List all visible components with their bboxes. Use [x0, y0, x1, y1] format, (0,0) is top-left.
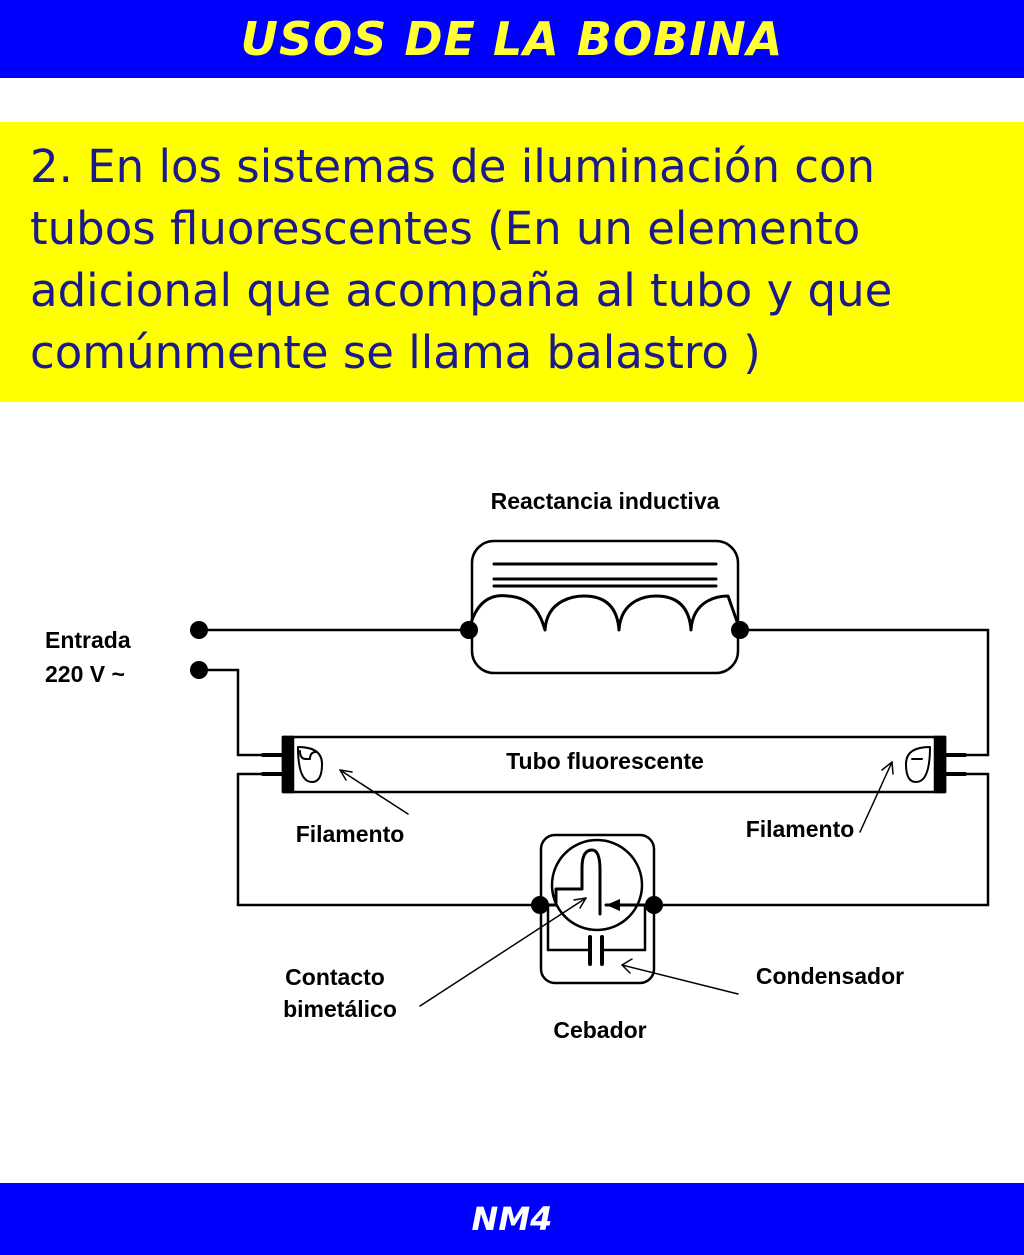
circuit-diagram: Reactancia inductiva Entrada 220 V ~ Tub… [0, 402, 1024, 1182]
label-capacitor: Condensador [756, 963, 904, 989]
tube-end-left [281, 735, 295, 794]
label-tube: Tubo fluorescente [506, 748, 704, 774]
label-filament-left: Filamento [296, 821, 405, 847]
label-input-line2: 220 V ~ [45, 661, 125, 687]
label-contact-line1: Contacto [285, 964, 385, 990]
junction-dot [460, 621, 478, 639]
arrow-filament-left [339, 769, 409, 815]
subtitle-box: 2. En los sistemas de iluminación con tu… [0, 122, 1024, 402]
junction-dot [645, 896, 663, 914]
input-terminal-bottom [190, 661, 208, 679]
ballast-box [470, 539, 740, 675]
title-bar: USOS DE LA BOBINA [0, 0, 1024, 78]
page-title: USOS DE LA BOBINA [240, 12, 784, 66]
tube-end-right [933, 735, 947, 794]
label-contact-line2: bimetálico [283, 996, 397, 1022]
label-starter: Cebador [553, 1017, 646, 1043]
filament-right-icon [905, 746, 931, 783]
bimetal-contact [539, 848, 602, 916]
label-reactance: Reactancia inductiva [491, 488, 720, 514]
label-filament-right: Filamento [746, 816, 855, 842]
arrow-filament-right [859, 761, 893, 833]
label-input-line1: Entrada [45, 627, 131, 653]
filament-left-icon [299, 750, 317, 760]
junction-dot [531, 896, 549, 914]
footer-text: NM4 [471, 1200, 553, 1238]
input-terminal-top [190, 621, 208, 639]
junction-dot [731, 621, 749, 639]
inductor-coil [467, 594, 742, 632]
starter-bulb [550, 838, 644, 932]
arrow-capacitor [621, 964, 739, 995]
arrow-bimetal [419, 897, 587, 1007]
footer-bar: NM4 [0, 1183, 1024, 1255]
circuit-svg: Reactancia inductiva Entrada 220 V ~ Tub… [45, 488, 990, 1043]
subtitle-text: 2. En los sistemas de iluminación con tu… [30, 140, 893, 379]
